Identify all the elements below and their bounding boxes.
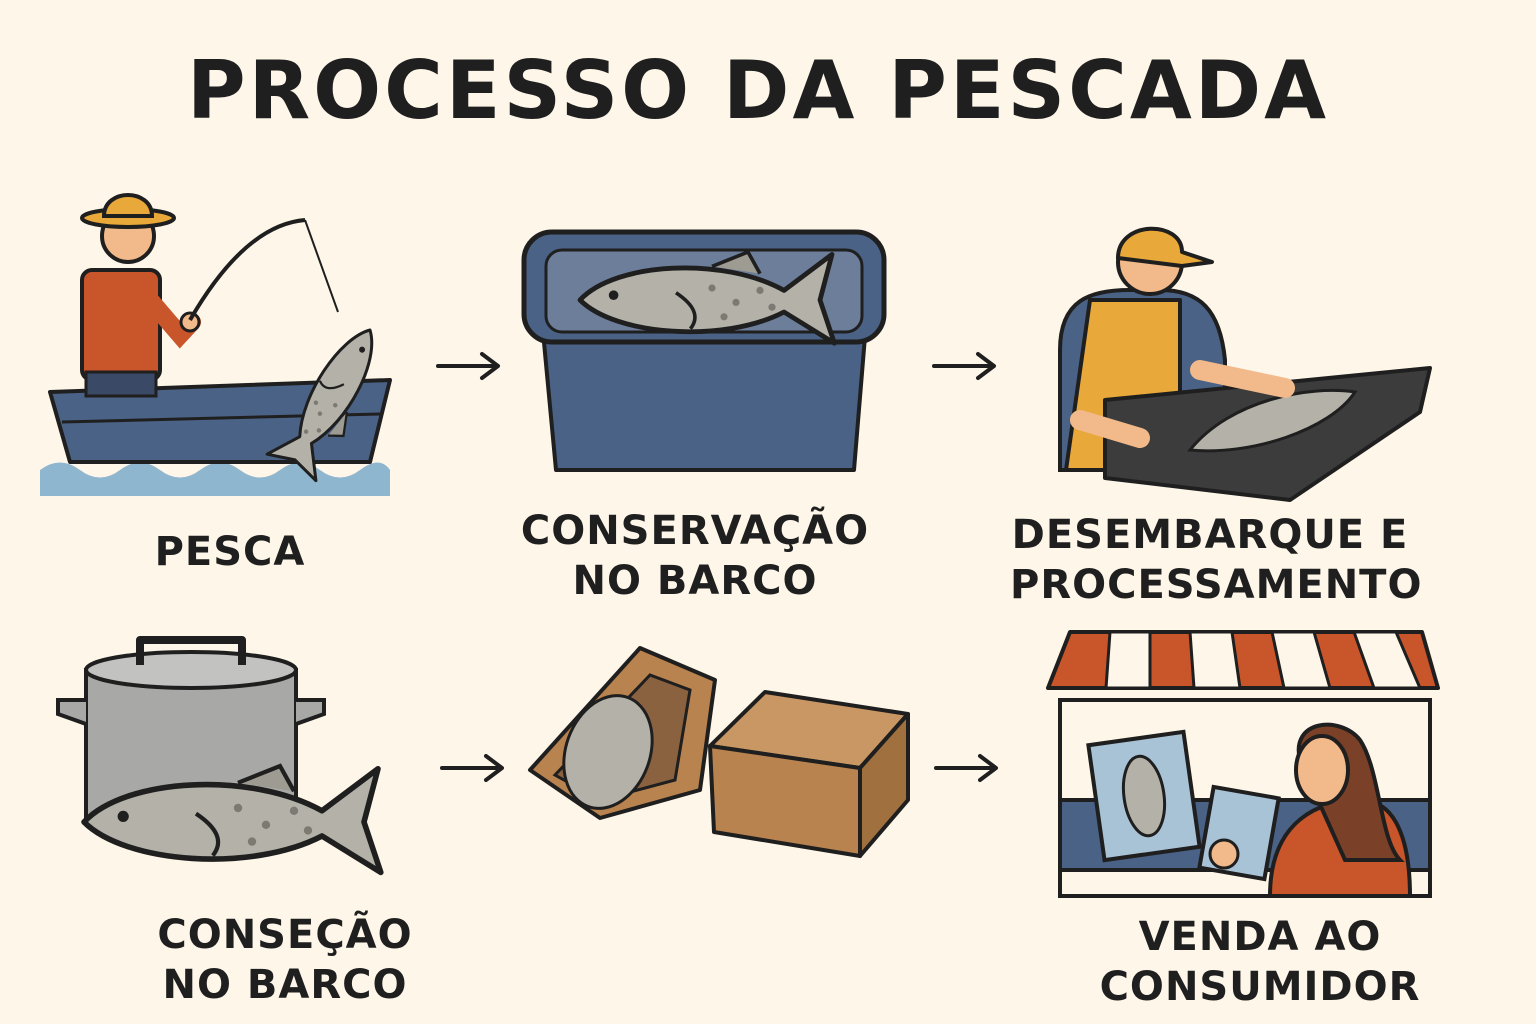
step-label-pesca: PESCA (154, 529, 306, 575)
market-stall-icon (1046, 630, 1440, 898)
page-title: PROCESSO DA PESCADA (186, 44, 1330, 137)
fish-container-icon (521, 229, 887, 472)
arrow-icon (932, 352, 996, 380)
fisherman-boat-icon (40, 193, 398, 496)
pot-and-fish-icon (56, 636, 381, 872)
arrow-icon (934, 754, 998, 782)
packaging-icon (528, 646, 910, 858)
arrow-icon (436, 352, 500, 380)
arrow-icon (440, 754, 504, 782)
worker-filleting-icon (1058, 226, 1432, 502)
